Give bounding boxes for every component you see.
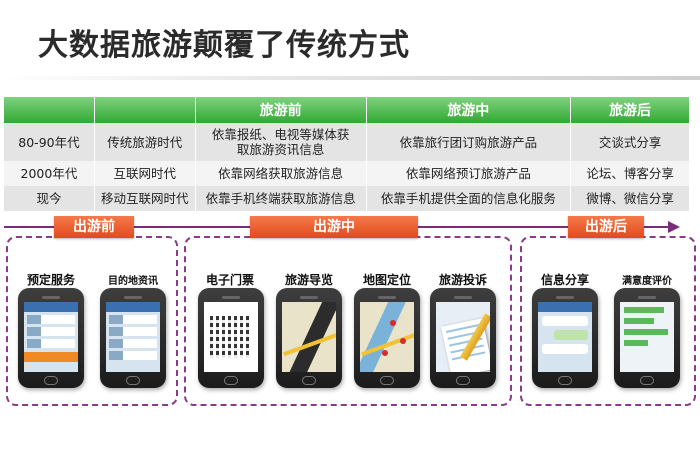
era-period: 2000年代 (4, 161, 95, 186)
phone-rating (614, 288, 680, 388)
screen-header (538, 302, 592, 312)
era-name: 移动互联网时代 (94, 186, 196, 211)
qr-code-pattern (210, 316, 252, 358)
phone-home-button (126, 376, 140, 385)
phone-home-button (558, 376, 572, 385)
phone-label-complaint: 旅游投诉 (438, 273, 487, 287)
era-comparison-table: 旅游前 旅游中 旅游后 80-90年代 传统旅游时代 依靠报纸、电视等媒体获取旅… (4, 97, 690, 211)
after-travel-cell: 交谈式分享 (570, 123, 690, 161)
phone-speaker (454, 296, 472, 299)
slide-title: 大数据旅游颠覆了传统方式 (38, 28, 410, 63)
phone-map (354, 288, 420, 388)
map-pin-icon (400, 338, 406, 344)
phone-home-button (456, 376, 470, 385)
header-cell-during: 旅游中 (366, 97, 572, 123)
table-header-row: 旅游前 旅游中 旅游后 (4, 97, 690, 123)
phone-share (532, 288, 598, 388)
phone-screen-eticket (204, 302, 258, 372)
screen-header (106, 302, 160, 312)
phone-home-button (44, 376, 58, 385)
table-row: 2000年代 互联网时代 依靠网络获取旅游信息 依靠网络预订旅游产品 论坛、博客… (4, 161, 690, 186)
phone-screen-booking (24, 302, 78, 372)
header-cell (4, 97, 95, 123)
phone-label-guide: 旅游导览 (284, 273, 333, 287)
screen-button (24, 352, 78, 362)
header-cell-before: 旅游前 (195, 97, 367, 123)
phone-label-eticket: 电子门票 (205, 273, 254, 287)
phone-screen-destination (106, 302, 160, 372)
phone-guide (276, 288, 342, 388)
era-period: 80-90年代 (4, 123, 95, 161)
during-travel-cell: 依靠旅行团订购旅游产品 (366, 123, 572, 161)
phone-speaker (300, 296, 318, 299)
phase-label-before: 出游前 (54, 216, 134, 238)
phone-label-rating: 满意度评价 (622, 276, 672, 287)
phase-label-after: 出游后 (568, 216, 644, 238)
map-pin-icon (382, 350, 388, 356)
phone-eticket (198, 288, 264, 388)
phone-home-button (640, 376, 654, 385)
phone-screen-map (360, 302, 414, 372)
map-pin-icon (390, 320, 396, 326)
phase-label-during: 出游中 (250, 216, 418, 238)
screen-header (24, 302, 78, 312)
phone-label-destination: 目的地资讯 (108, 276, 158, 287)
after-travel-cell: 微博、微信分享 (570, 186, 690, 211)
era-period: 现今 (4, 186, 95, 211)
phone-screen-guide (282, 302, 336, 372)
before-travel-cell: 依靠网络获取旅游信息 (195, 161, 367, 186)
before-travel-cell: 依靠手机终端获取旅游信息 (195, 186, 367, 211)
phone-destination (100, 288, 166, 388)
table-row: 80-90年代 传统旅游时代 依靠报纸、电视等媒体获取旅游资讯信息 依靠旅行团订… (4, 123, 690, 161)
phone-speaker (124, 296, 142, 299)
during-travel-cell: 依靠手机提供全面的信息化服务 (366, 186, 572, 211)
phone-label-booking: 预定服务 (26, 273, 75, 287)
phone-speaker (222, 296, 240, 299)
header-cell-after: 旅游后 (570, 97, 690, 123)
after-travel-cell: 论坛、博客分享 (570, 161, 690, 186)
phone-speaker (42, 296, 60, 299)
phone-complaint (430, 288, 496, 388)
era-name: 传统旅游时代 (94, 123, 196, 161)
during-travel-cell: 依靠网络预订旅游产品 (366, 161, 572, 186)
phone-screen-complaint (436, 302, 490, 372)
before-travel-cell: 依靠报纸、电视等媒体获取旅游资讯信息 (195, 123, 367, 161)
phone-speaker (378, 296, 396, 299)
phone-speaker (638, 296, 656, 299)
phone-screen-share (538, 302, 592, 372)
era-name: 互联网时代 (94, 161, 196, 186)
phone-label-map: 地图定位 (362, 273, 411, 287)
timeline-arrow-icon (668, 221, 680, 233)
table-row: 现今 移动互联网时代 依靠手机终端获取旅游信息 依靠手机提供全面的信息化服务 微… (4, 186, 690, 211)
title-underline (0, 76, 700, 80)
header-cell (94, 97, 196, 123)
phone-speaker (556, 296, 574, 299)
phone-booking (18, 288, 84, 388)
phone-label-share: 信息分享 (540, 273, 589, 287)
phone-screen-rating (620, 302, 674, 372)
phone-home-button (302, 376, 316, 385)
phone-home-button (224, 376, 238, 385)
phone-home-button (380, 376, 394, 385)
